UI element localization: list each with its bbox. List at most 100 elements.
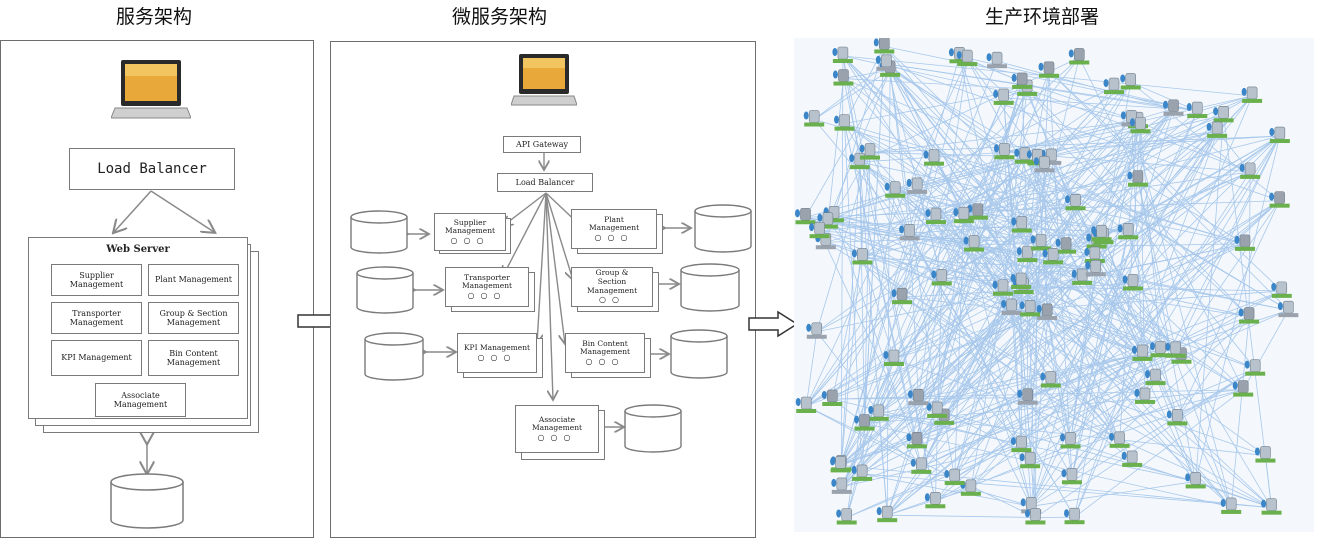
ms-plant-instances: ○○○ (595, 233, 634, 242)
server-node-icon (892, 288, 913, 304)
server-node-icon (852, 465, 873, 481)
monolith-panel: Load Balancer Web Server Supplier Manage… (0, 40, 314, 538)
title-production-deployment: 生产环境部署 (985, 2, 1099, 29)
monolith-supplier-module: Supplier Management (51, 264, 142, 296)
server-node-icon (1278, 301, 1299, 317)
server-node-icon (1234, 235, 1255, 251)
network-edge (847, 359, 894, 518)
network-edge (1181, 310, 1288, 357)
network-edges (806, 46, 1289, 517)
monolith-kpi-module: KPI Management (51, 340, 142, 376)
network-edge (1255, 310, 1288, 369)
monolith-associate-module: Associate Management (95, 383, 186, 417)
server-node-icon (1187, 102, 1208, 118)
ms-load-balancer-box: Load Balancer (497, 173, 593, 192)
server-node-icon (1213, 106, 1234, 122)
server-node-icon (1056, 238, 1077, 254)
ms-db-supplier-icon (351, 211, 407, 253)
api-gateway-box: API Gateway (503, 136, 581, 153)
server-node-icon (907, 178, 928, 194)
server-node-icon (806, 323, 827, 339)
server-node-icon (1255, 447, 1276, 463)
ms-supplier-instances: ○○○ (451, 236, 490, 245)
ms-group-section-label: Group & Section Management (587, 269, 637, 295)
server-node-icon (1245, 360, 1266, 376)
ms-group-section-instances: ○○ (599, 295, 625, 304)
monolith-database-icon (109, 473, 185, 529)
server-node-icon (967, 204, 988, 220)
ms-bin-content-instances: ○○○ (586, 357, 625, 366)
monolith-bin-content-module: Bin Content Management (148, 340, 239, 376)
transition-arrow-2 (748, 310, 800, 338)
ms-transporter-instances: ○○○ (468, 291, 507, 300)
ms-db-bin-content-icon (671, 330, 727, 378)
server-node-icon (1020, 452, 1041, 468)
server-node-icon (836, 509, 857, 525)
network-edge (918, 59, 967, 398)
server-node-icon (1185, 472, 1206, 488)
ms-db-transporter-icon (357, 267, 413, 313)
ms-group-section-service: Group & Section Management ○○ (571, 267, 653, 307)
ms-kpi-instances: ○○○ (478, 353, 517, 362)
server-node-icon (795, 208, 816, 224)
server-node-icon (1120, 73, 1141, 89)
server-node-icon (1242, 87, 1263, 103)
server-node-icon (957, 50, 978, 66)
server-node-icon (993, 89, 1014, 105)
server-node-icon (1031, 234, 1052, 250)
ms-bin-content-label: Bin Content Management (573, 340, 637, 357)
web-server-label: Web Server (106, 244, 170, 256)
server-node-icon (1221, 498, 1242, 514)
server-node-icon (1060, 432, 1081, 448)
ms-kpi-label: KPI Management (464, 344, 530, 353)
server-node-icon (1122, 451, 1143, 467)
network-edge (917, 115, 1223, 187)
ms-bin-content-service: Bin Content Management ○○○ (565, 333, 645, 373)
production-network-graph (794, 38, 1314, 532)
ms-supplier-label: Supplier Management (440, 219, 500, 236)
network-canvas (794, 38, 1314, 532)
monolith-load-balancer: Load Balancer (69, 148, 235, 190)
server-node-icon (1233, 381, 1254, 397)
server-node-icon (874, 38, 895, 53)
title-microservice-architecture: 微服务架构 (452, 2, 547, 29)
server-node-icon (1240, 163, 1261, 179)
server-node-icon (987, 52, 1008, 68)
ms-transporter-service: Transporter Management ○○○ (445, 267, 529, 307)
server-node-icon (1118, 223, 1139, 239)
server-node-icon (1239, 308, 1260, 324)
server-node-icon (832, 47, 853, 63)
ms-db-plant-icon (695, 205, 751, 252)
ms-kpi-service: KPI Management ○○○ (457, 333, 537, 373)
ms-associate-label: Associate Management (527, 416, 587, 433)
server-node-icon (822, 390, 843, 406)
ms-supplier-service: Supplier Management ○○○ (434, 213, 506, 251)
microservice-connectors (331, 42, 757, 539)
server-node-icon (1040, 372, 1061, 388)
server-node-icon (1271, 282, 1292, 298)
ms-associate-service: Associate Management ○○○ (515, 405, 599, 453)
ms-plant-label: Plant Management (589, 216, 639, 233)
monolith-plant-module: Plant Management (148, 264, 239, 296)
ms-associate-instances: ○○○ (538, 433, 577, 442)
server-node-icon (1261, 499, 1282, 515)
server-node-icon (925, 492, 946, 508)
server-node-icon (1039, 62, 1059, 78)
microservice-panel: API Gateway Load Balancer Supplier Manag… (330, 41, 756, 538)
laptop-icon (511, 52, 577, 112)
laptop-icon (111, 58, 191, 124)
server-node-icon (796, 397, 817, 413)
network-edge (887, 515, 1035, 517)
server-node-icon (1072, 269, 1093, 285)
server-node-icon (1269, 127, 1290, 143)
server-node-icon (1025, 508, 1046, 524)
server-node-icon (1109, 432, 1130, 448)
ms-plant-service: Plant Management ○○○ (571, 209, 657, 249)
server-node-icon (1001, 299, 1022, 315)
server-node-icon (1269, 192, 1290, 208)
title-service-architecture: 服务架构 (116, 2, 192, 29)
monolith-transporter-module: Transporter Management (51, 302, 142, 334)
ms-transporter-label: Transporter Management (452, 274, 522, 291)
ms-db-group-section-icon (681, 264, 739, 311)
server-node-icon (1069, 48, 1090, 64)
